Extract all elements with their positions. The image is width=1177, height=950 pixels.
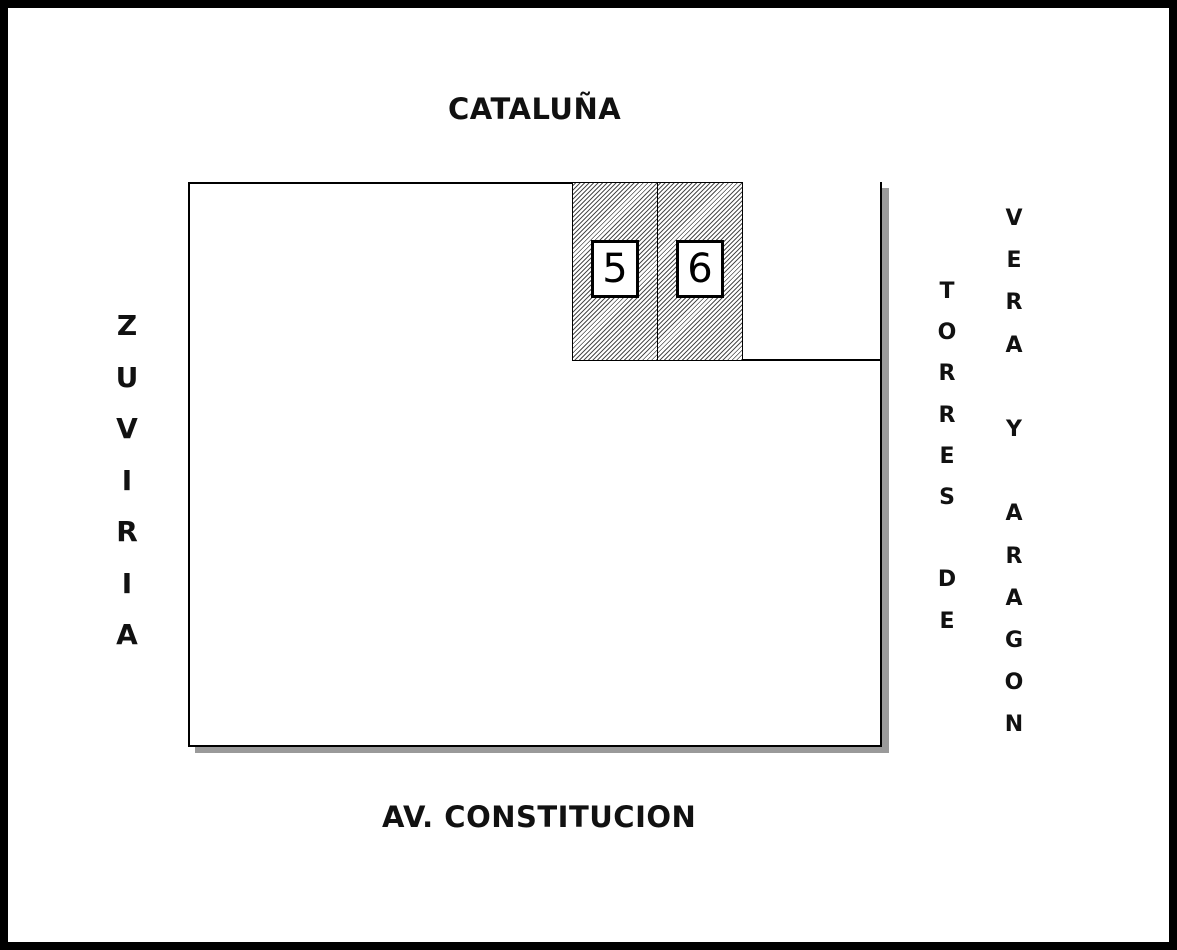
- street-letter: E: [1006, 248, 1022, 274]
- street-label-west: Z U V I R I A: [107, 300, 147, 661]
- street-letter: R: [1005, 543, 1023, 569]
- street-letter: O: [937, 320, 957, 346]
- street-letter: R: [938, 361, 956, 387]
- street-letter: T: [939, 279, 955, 304]
- street-letter: R: [116, 515, 138, 548]
- street-letter: Y: [1006, 417, 1022, 443]
- street-letter: U: [115, 360, 139, 394]
- street-letter: I: [121, 566, 133, 600]
- street-letter: R: [1005, 290, 1023, 316]
- street-letter-gap: [1010, 451, 1018, 493]
- street-letter-gap: [1010, 367, 1018, 409]
- street-letter: S: [939, 485, 955, 511]
- lot-number-label: 6: [676, 240, 724, 298]
- street-letter: N: [1004, 712, 1024, 738]
- street-letter: I: [121, 463, 133, 497]
- street-name-constitucion: AV. CONSTITUCION: [382, 800, 697, 834]
- street-letter: Z: [116, 309, 138, 342]
- street-letter: E: [939, 608, 955, 634]
- lot-5[interactable]: 5: [572, 182, 658, 361]
- street-letter: G: [1004, 628, 1024, 654]
- street-name-cataluna: CATALUÑA: [448, 92, 622, 126]
- street-letter: O: [1004, 670, 1024, 696]
- street-letter: A: [1005, 332, 1023, 358]
- lot-6[interactable]: 6: [657, 182, 743, 361]
- street-letter: A: [1005, 501, 1023, 527]
- street-letter: E: [939, 443, 955, 469]
- lot-number-label: 5: [591, 240, 639, 298]
- street-letter: D: [937, 567, 957, 593]
- street-letter: V: [1005, 206, 1023, 231]
- street-letter: A: [116, 618, 138, 651]
- street-label-east-outer: V E R A Y A R A G O N: [994, 198, 1034, 747]
- city-block: 5 6: [188, 182, 882, 747]
- street-letter-gap: [943, 518, 951, 559]
- corner-lot: [742, 182, 880, 361]
- map-frame: CATALUÑA Z U V I R I A 5 6 T O R R E S D…: [8, 8, 1169, 942]
- street-letter: V: [116, 412, 138, 445]
- street-letter: R: [938, 402, 956, 428]
- street-label-east-inner: T O R R E S D E: [927, 271, 967, 642]
- street-letter: A: [1005, 585, 1023, 611]
